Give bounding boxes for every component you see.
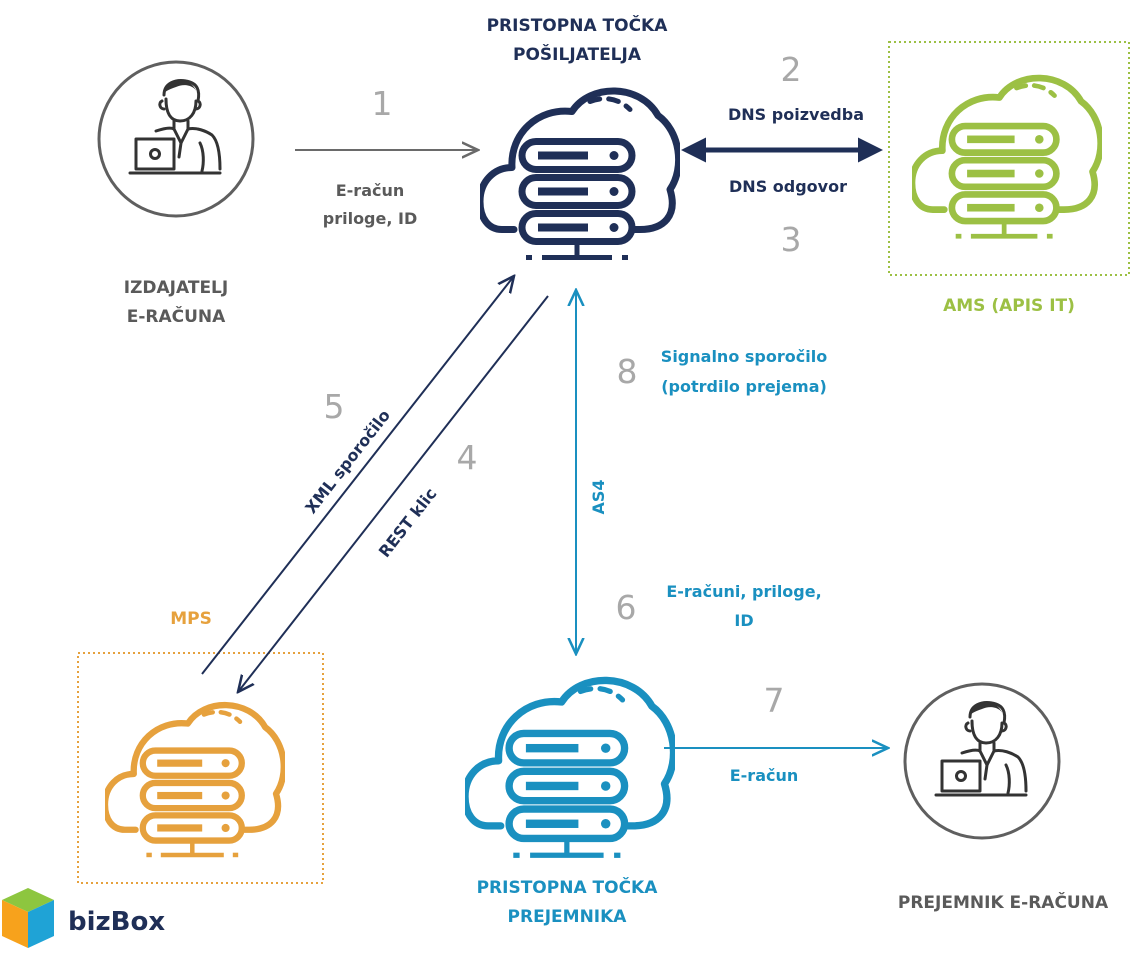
step-2-number: 2 bbox=[781, 50, 802, 89]
bizbox-cube-logo bbox=[2, 888, 54, 948]
step-2-label: DNS poizvedba bbox=[728, 105, 864, 124]
ams-dotted-frame bbox=[888, 41, 1130, 276]
step-8-label-line1: Signalno sporočilo bbox=[661, 347, 827, 366]
step-1-number: 1 bbox=[372, 84, 393, 123]
issuer-title-line1: IZDAJATELJ bbox=[124, 278, 228, 298]
step-6-number: 6 bbox=[616, 588, 637, 627]
step-4-number: 4 bbox=[457, 438, 478, 477]
step-8-label-line2: (potrdilo prejema) bbox=[661, 377, 827, 396]
step-5-number: 5 bbox=[324, 387, 345, 426]
ams-cloud-server-icon bbox=[912, 78, 1101, 236]
receiver-access-point-cloud-server-icon bbox=[465, 680, 674, 855]
arrow-step-5 bbox=[201, 276, 514, 675]
step-4-label: REST klic bbox=[375, 484, 441, 561]
step-6-label-line2: ID bbox=[734, 611, 753, 630]
step-7-label: E-račun bbox=[730, 766, 799, 785]
step-1-label-line1: E-račun bbox=[336, 181, 405, 200]
step-5-label: XML sporočilo bbox=[301, 406, 394, 517]
ams-title: AMS (APIS IT) bbox=[943, 296, 1075, 316]
step-3-number: 3 bbox=[781, 220, 802, 259]
issuer-user-laptop-icon bbox=[97, 60, 255, 218]
sender-access-point-cloud-server-icon bbox=[480, 91, 679, 258]
issuer-title-line2: E-RAČUNA bbox=[127, 305, 226, 327]
sender-access-point-title-line1: PRISTOPNA TOČKA bbox=[487, 14, 669, 36]
recipient-title: PREJEMNIK E-RAČUNA bbox=[898, 891, 1109, 913]
step-7-number: 7 bbox=[764, 681, 785, 720]
as4-label: AS4 bbox=[589, 479, 608, 514]
arrow-step-4 bbox=[238, 295, 549, 692]
step-3-label: DNS odgovor bbox=[729, 177, 847, 196]
sender-access-point-title-line2: POŠILJATELJA bbox=[513, 43, 642, 65]
step-8-number: 8 bbox=[617, 352, 638, 391]
mps-dotted-frame bbox=[77, 652, 324, 884]
recipient-user-laptop-icon bbox=[903, 682, 1061, 840]
receiver-access-point-title-line2: PREJEMNIKA bbox=[508, 907, 628, 927]
mps-cloud-server-icon bbox=[105, 705, 284, 855]
step-1-label-line2: priloge, ID bbox=[323, 209, 418, 228]
receiver-access-point-title-line1: PRISTOPNA TOČKA bbox=[477, 876, 659, 898]
step-6-label-line1: E-računi, priloge, bbox=[666, 582, 821, 601]
bizbox-logo-text: bizBox bbox=[68, 907, 165, 937]
mps-title: MPS bbox=[170, 609, 212, 629]
